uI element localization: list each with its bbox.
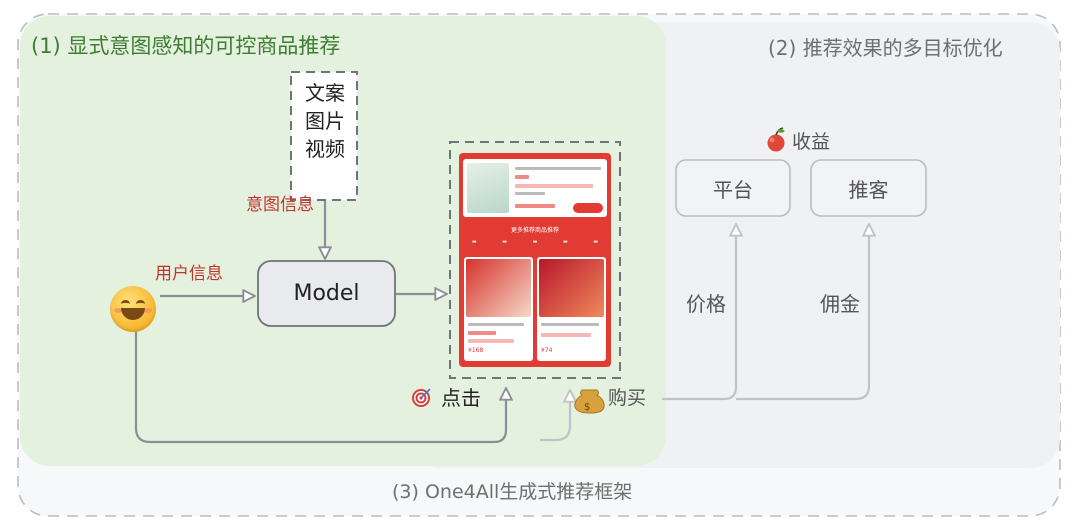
product-price-right: ¥74 [541, 347, 553, 354]
product-card-right: ¥74 [537, 257, 606, 361]
arrow-purchase-to-commission [736, 224, 869, 401]
product-card-left: ¥168 [464, 257, 533, 361]
intent-info-label: 意图信息 [246, 195, 314, 215]
purchase-label: 购买 [608, 387, 647, 409]
arrow-click-feedback [134, 330, 506, 444]
arrow-purchase-feedback [540, 390, 570, 442]
phone-tabs: ▬▬▬▬▬ [471, 239, 599, 245]
smiling-face-icon [110, 286, 156, 332]
product-image [467, 163, 509, 213]
recommendation-screenshot: 更多推荐商品推荐 ▬▬▬▬▬ ¥168 ¥74 [459, 153, 611, 367]
region-title-controllable: (1) 显式意图感知的可控商品推荐 [31, 34, 341, 58]
recommendation-frame [449, 141, 621, 379]
money-bag-icon: $ [574, 389, 605, 414]
target-icon [412, 388, 431, 407]
svg-text:$: $ [584, 402, 590, 413]
apple-icon [767, 127, 785, 152]
arrow-purchase-to-price [662, 224, 736, 401]
platform-box [675, 159, 791, 217]
content-type-video: 视频 [305, 137, 345, 161]
promoter-box [810, 159, 927, 217]
content-types-box [290, 71, 358, 201]
region-title-multi-objective: (2) 推荐效果的多目标优化 [768, 36, 1003, 60]
region-title-one4all: (3) One4All生成式推荐框架 [392, 481, 633, 503]
price-label: 价格 [686, 292, 726, 316]
promoter-label: 推客 [848, 177, 889, 202]
commission-label: 佣金 [820, 292, 860, 316]
model-box [257, 260, 396, 327]
product-price-left: ¥168 [468, 347, 484, 354]
content-type-image: 图片 [305, 109, 345, 133]
phone-section-title: 更多推荐商品推荐 [510, 227, 559, 234]
revenue-label: 收益 [792, 131, 831, 153]
model-label: Model [293, 281, 360, 306]
platform-label: 平台 [713, 177, 753, 202]
content-type-copy: 文案 [305, 81, 345, 105]
user-info-label: 用户信息 [155, 264, 223, 284]
click-label: 点击 [441, 386, 481, 410]
product-card-top [463, 159, 607, 217]
buy-button [573, 203, 603, 213]
